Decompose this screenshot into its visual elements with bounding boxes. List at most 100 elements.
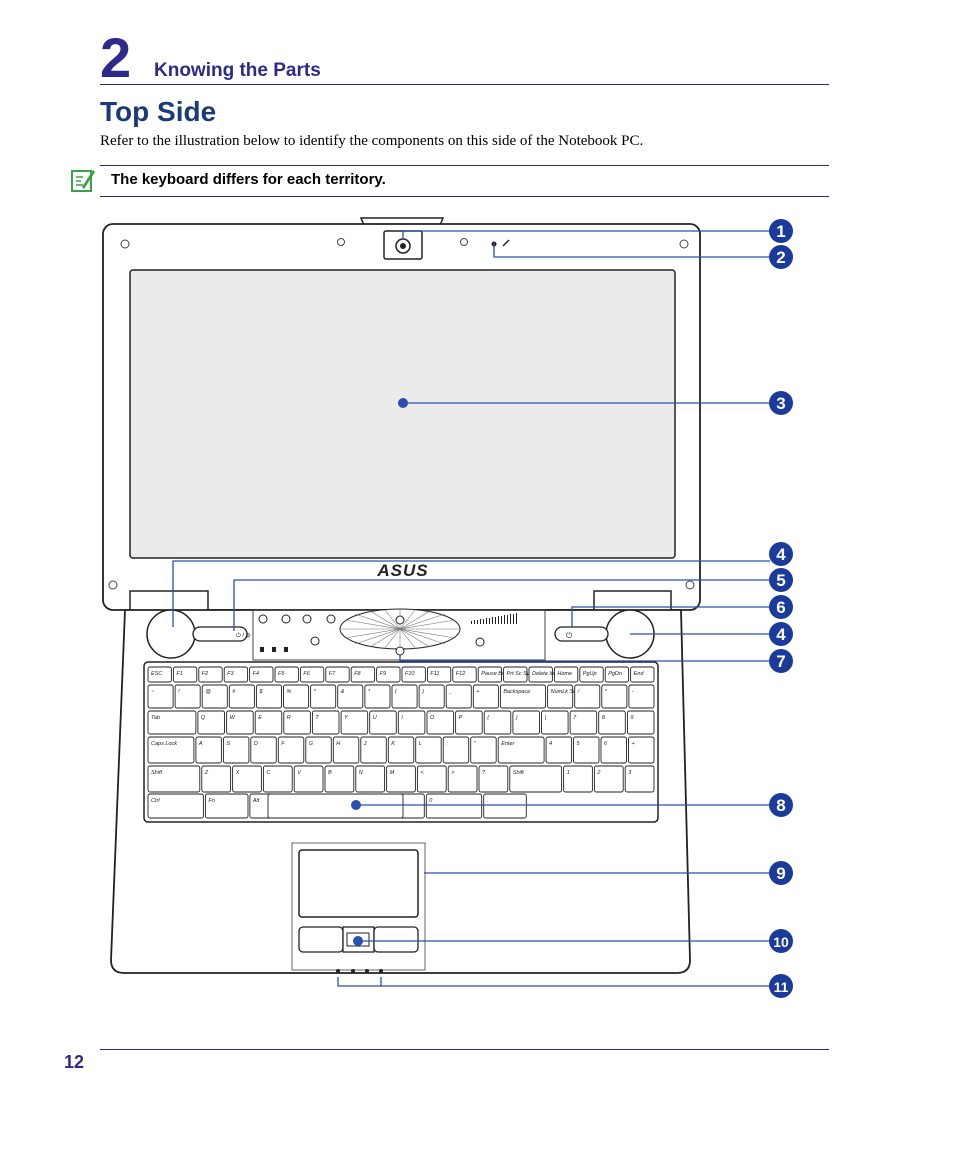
callout-marker-1	[769, 219, 793, 243]
keyboard-key-label: F8	[354, 671, 361, 677]
keyboard-key-label: J	[363, 741, 367, 747]
callout-number: 4	[776, 625, 786, 644]
keyboard-key	[426, 710, 455, 735]
keyboard-key	[472, 684, 499, 709]
keyboard-key	[573, 736, 600, 764]
keyboard-key-label: _	[448, 689, 452, 695]
keyboard-key	[387, 736, 415, 764]
keyboard-key-label: *	[605, 689, 608, 695]
keyboard-key	[147, 765, 201, 793]
keyboard-key-label: Q	[201, 715, 206, 721]
keyboard-key-label: ?	[482, 770, 486, 776]
keyboard-key-label: F12	[456, 671, 465, 677]
keyboard-key	[477, 666, 503, 683]
callout-marker-2	[769, 245, 793, 269]
keyboard-key	[547, 684, 574, 709]
keyboard-key	[274, 666, 299, 683]
keyboard-key-label: >	[451, 770, 455, 776]
keyboard-key	[310, 684, 337, 709]
keyboard-key-label: *	[368, 689, 371, 695]
keyboard-key	[172, 666, 198, 683]
callout-number: 5	[776, 571, 785, 590]
keyboard-key-label: Shift	[151, 770, 162, 776]
keyboard-key-label: X	[235, 770, 240, 776]
keyboard-key	[569, 710, 598, 735]
keyboard-key-label: F4	[253, 671, 259, 677]
keyboard-key-label: Alt	[252, 798, 260, 804]
keyboard-key	[455, 710, 483, 735]
note-pencil-icon	[71, 170, 95, 192]
keyboard-key-label: F9	[380, 671, 386, 677]
keyboard-key-label: Pause Break	[481, 671, 513, 677]
keyboard-key-label: Delete Insert	[532, 671, 564, 677]
callout-marker-6	[769, 595, 793, 619]
keyboard-key-label: .	[487, 798, 489, 804]
keyboard-key	[391, 684, 418, 709]
power-switch	[554, 626, 609, 642]
keyboard-key-label: 3	[628, 770, 632, 776]
callout-number: 6	[776, 598, 785, 617]
callout-number: 8	[776, 796, 785, 815]
keyboard-key-label: F5	[278, 671, 285, 677]
keyboard-key-label: 8	[602, 715, 606, 721]
keyboard-key-label: ~	[151, 689, 155, 695]
keyboard-key-label: 1	[567, 770, 570, 776]
keyboard-key	[401, 666, 426, 683]
intro-paragraph: Refer to the illustration below to ident…	[100, 133, 644, 149]
keyboard-key-label: Shift	[513, 770, 524, 776]
keyboard-key-label: M	[390, 770, 395, 776]
keyboard-key-label: E	[258, 715, 262, 721]
keyboard-key	[604, 666, 630, 683]
keyboard-key-label: Prt Sc SysRq	[507, 671, 541, 677]
keyboard-key	[360, 736, 387, 764]
keyboard-key-label: &	[341, 689, 345, 695]
keyboard-key-label: Home	[557, 671, 572, 677]
keyboard-key-label: <	[420, 770, 424, 776]
keyboard-key	[418, 684, 445, 709]
callout-number: 9	[776, 864, 785, 883]
keyboard-key	[563, 765, 593, 793]
page-number: 12	[64, 1052, 85, 1072]
keyboard-key	[528, 666, 553, 683]
keyboard-key	[470, 736, 497, 764]
keyboard-key	[222, 736, 250, 764]
keyboard-key	[250, 736, 277, 764]
keyboard-key-label: /	[577, 689, 580, 695]
keyboard-key-label: R	[287, 715, 291, 721]
keyboard-key	[630, 666, 655, 683]
keyboard-key-label: 7	[573, 715, 577, 721]
callout-marker-11	[769, 974, 793, 998]
keyboard-key-label: V	[297, 770, 302, 776]
keyboard-key-label: K	[391, 741, 395, 747]
keyboard-key	[598, 710, 626, 735]
keyboard-key	[254, 710, 283, 735]
keyboard-key	[447, 765, 478, 793]
keyboard-key	[376, 666, 401, 683]
keyboard-key	[369, 710, 397, 735]
keyboard-key	[483, 710, 512, 735]
keyboard-key	[174, 684, 201, 709]
keyboard-key-label: O	[430, 715, 435, 721]
keyboard-key-label: Backspace	[503, 689, 530, 695]
keyboard-key-label: NumLk Scr Lk	[551, 689, 586, 695]
keyboard-key	[499, 684, 547, 709]
keyboard-key-label: Y	[344, 715, 348, 721]
keyboard-key-label: 5	[577, 741, 581, 747]
callout-marker-3	[769, 391, 793, 415]
keyboard-key-label: PgDn	[608, 671, 622, 677]
keyboard-key	[445, 684, 472, 709]
keyboard-key	[416, 765, 447, 793]
keyboard-key	[483, 793, 527, 819]
keyboard-key	[201, 684, 228, 709]
keyboard-key	[628, 736, 655, 764]
keyboard-key	[293, 765, 324, 793]
callout-number: 10	[773, 934, 789, 950]
left-speaker	[146, 609, 196, 659]
keyboard-key-label: ESC	[151, 671, 162, 677]
keyboard-key	[283, 684, 310, 709]
keyboard-key-label: "	[474, 741, 477, 747]
keyboard-key-label: @	[205, 689, 211, 695]
callout-marker-7	[769, 649, 793, 673]
keyboard-key-label: U	[373, 715, 377, 721]
callout-marker-8	[769, 793, 793, 817]
